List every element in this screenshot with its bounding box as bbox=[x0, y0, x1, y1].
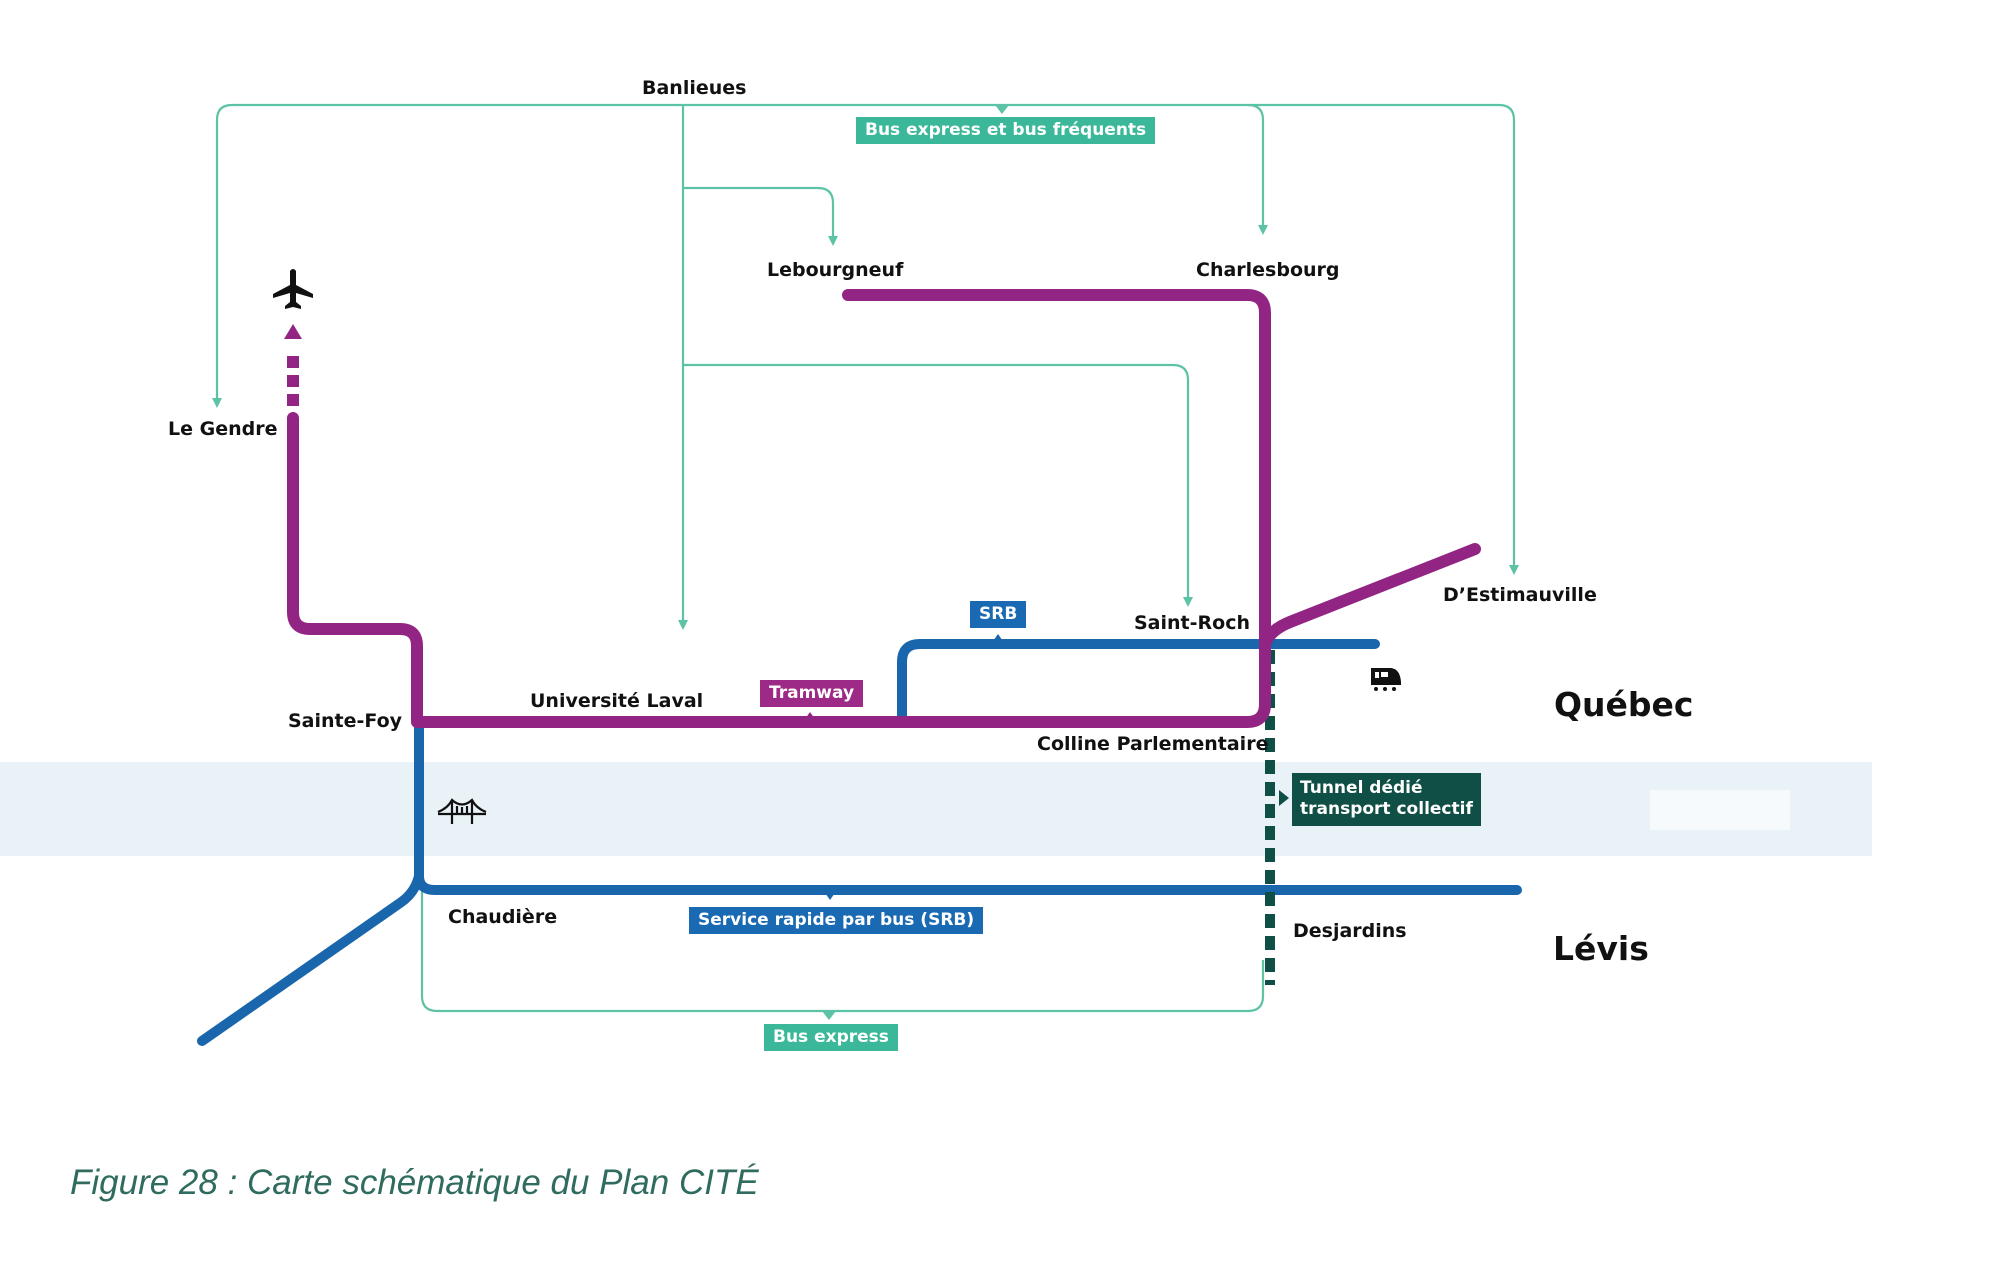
arrow-d-estimauville bbox=[1509, 565, 1519, 575]
badge-tunnel-line2: transport collectif bbox=[1300, 799, 1473, 820]
badge-tunnel: Tunnel dédié transport collectif bbox=[1292, 773, 1481, 826]
arrow-charlesbourg bbox=[1258, 225, 1268, 235]
station-label-charlesbourg: Charlesbourg bbox=[1196, 259, 1340, 281]
station-label-universite-laval: Université Laval bbox=[530, 690, 704, 712]
tramway-badge-pointer bbox=[803, 712, 817, 722]
river-band-highlight bbox=[1650, 790, 1790, 830]
tramway-network bbox=[287, 289, 1481, 728]
bus-branch-charlesbourg bbox=[1247, 103, 1265, 230]
bus-branch-lebourgneuf bbox=[683, 186, 835, 242]
badge-tunnel-line1: Tunnel dédié bbox=[1300, 778, 1423, 798]
station-label-le-gendre: Le Gendre bbox=[168, 418, 278, 440]
arrow-banlieues-trunk bbox=[678, 620, 688, 630]
station-label-sainte-foy: Sainte-Foy bbox=[288, 710, 403, 732]
srb-levis-line bbox=[414, 871, 1522, 895]
bus-express-network bbox=[215, 103, 1516, 1013]
arrow-le-gendre bbox=[212, 398, 222, 408]
station-label-lebourgneuf: Lebourgneuf bbox=[767, 259, 904, 281]
bus-top-line bbox=[215, 103, 1516, 570]
airplane-icon bbox=[273, 269, 313, 309]
tramway-dash bbox=[287, 356, 299, 368]
srb-chaudiere-diagonal bbox=[197, 871, 424, 1046]
arrow-bus-top-badge bbox=[995, 105, 1009, 114]
tramway-main-line bbox=[287, 289, 1271, 728]
station-label-desjardins: Desjardins bbox=[1293, 920, 1407, 942]
figure-caption: Figure 28 : Carte schématique du Plan CI… bbox=[70, 1163, 759, 1202]
tramway-d-estimauville-branch bbox=[1259, 543, 1481, 650]
srb-badge-pointer bbox=[991, 634, 1005, 644]
station-label-saint-roch: Saint-Roch bbox=[1134, 612, 1250, 634]
bus-levis-loop bbox=[420, 880, 1265, 1013]
bus-branch-saint-roch bbox=[683, 363, 1190, 603]
tramway-dash bbox=[287, 375, 299, 387]
river-band bbox=[0, 762, 1872, 856]
badge-bus-express: Bus express bbox=[764, 1024, 898, 1051]
arrow-lebourgneuf bbox=[828, 236, 838, 246]
tramway-extension-arrow bbox=[284, 324, 302, 339]
train-icon bbox=[1371, 668, 1401, 691]
srb-full-badge-pointer bbox=[823, 890, 837, 900]
badge-srb-full: Service rapide par bus (SRB) bbox=[689, 907, 984, 934]
badge-srb: SRB bbox=[970, 601, 1027, 628]
badge-bus-express-frequents: Bus express et bus fréquents bbox=[856, 117, 1156, 144]
city-label-levis: Lévis bbox=[1553, 929, 1649, 968]
srb-network bbox=[197, 639, 1522, 1046]
tunnel-pointer bbox=[1279, 790, 1289, 806]
srb-quebec-line bbox=[897, 639, 1380, 727]
arrow-saint-roch bbox=[1183, 597, 1193, 607]
tramway-dash bbox=[287, 394, 299, 406]
tramway-airport-extension bbox=[284, 324, 302, 406]
bridge-icon bbox=[437, 798, 487, 824]
station-label-chaudiere: Chaudière bbox=[448, 906, 558, 928]
city-label-quebec: Québec bbox=[1554, 685, 1694, 724]
station-label-d-estimauville: D’Estimauville bbox=[1443, 584, 1597, 606]
station-label-banlieues: Banlieues bbox=[642, 77, 747, 99]
station-label-colline-parlementaire: Colline Parlementaire bbox=[1037, 733, 1269, 755]
arrow-bus-express-badge bbox=[822, 1011, 836, 1020]
bus-arrowheads bbox=[212, 105, 1519, 1020]
badge-tramway: Tramway bbox=[760, 680, 864, 707]
